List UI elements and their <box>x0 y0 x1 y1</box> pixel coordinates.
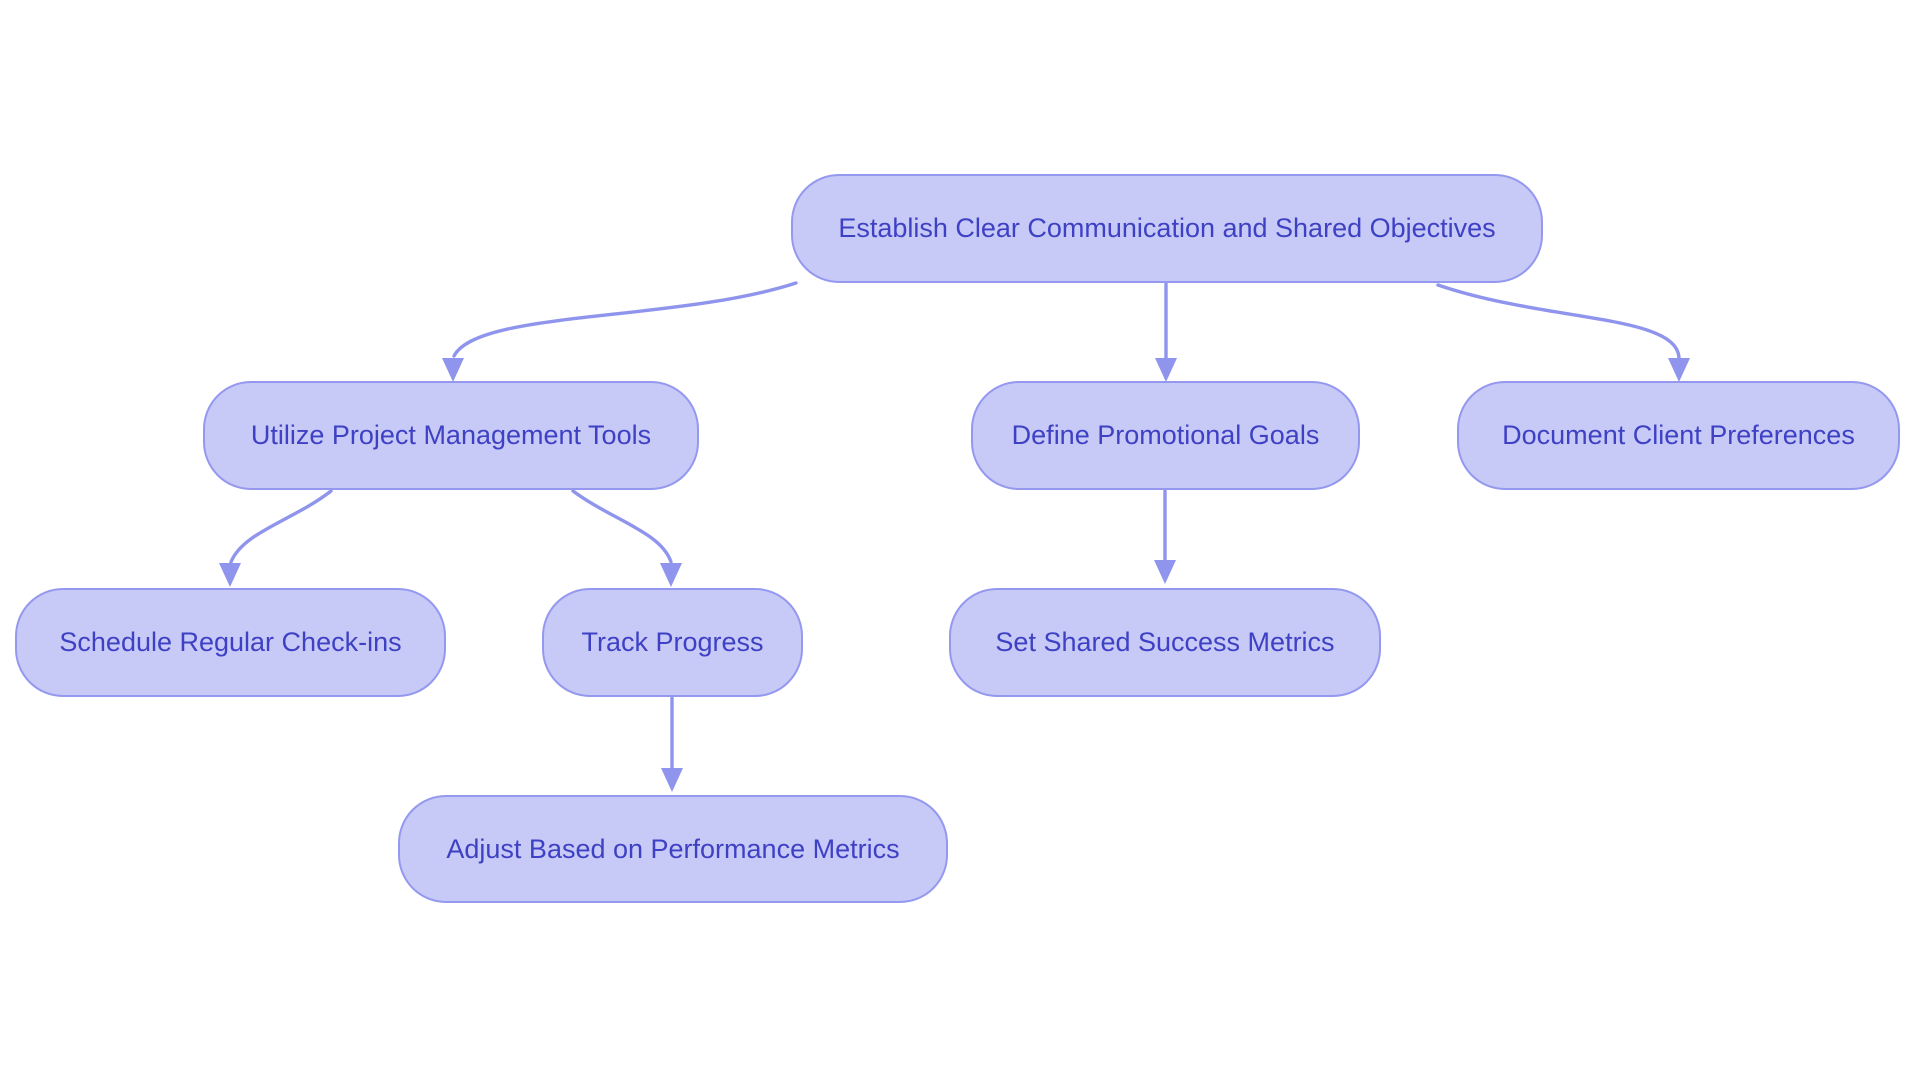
node-root: Establish Clear Communication and Shared… <box>791 174 1543 283</box>
arrowhead-root-utilize <box>442 358 464 382</box>
node-label-schedule: Schedule Regular Check-ins <box>59 627 402 657</box>
edge-utilize-schedule <box>229 489 333 564</box>
arrowhead-track-adjust <box>661 768 683 792</box>
node-schedule: Schedule Regular Check-ins <box>15 588 446 697</box>
node-track: Track Progress <box>542 588 803 697</box>
arrowhead-define-set_metrics <box>1154 560 1176 584</box>
arrowhead-utilize-track <box>660 563 682 587</box>
node-set_metrics: Set Shared Success Metrics <box>949 588 1381 697</box>
node-label-root: Establish Clear Communication and Shared… <box>838 213 1496 243</box>
node-adjust: Adjust Based on Performance Metrics <box>398 795 948 903</box>
arrowhead-root-document <box>1668 358 1690 382</box>
node-label-utilize: Utilize Project Management Tools <box>250 420 652 450</box>
node-label-track: Track Progress <box>581 627 764 657</box>
node-document: Document Client Preferences <box>1457 381 1900 490</box>
node-label-set_metrics: Set Shared Success Metrics <box>995 627 1335 657</box>
node-utilize: Utilize Project Management Tools <box>203 381 699 490</box>
node-label-define: Define Promotional Goals <box>1011 420 1320 450</box>
edge-utilize-track <box>571 489 673 564</box>
arrowhead-utilize-schedule <box>219 563 241 587</box>
arrowhead-root-define <box>1155 358 1177 382</box>
node-define: Define Promotional Goals <box>971 381 1360 490</box>
edge-root-document <box>1436 283 1681 360</box>
edge-root-utilize <box>452 281 798 358</box>
node-label-document: Document Client Preferences <box>1502 420 1855 450</box>
node-label-adjust: Adjust Based on Performance Metrics <box>446 833 900 864</box>
